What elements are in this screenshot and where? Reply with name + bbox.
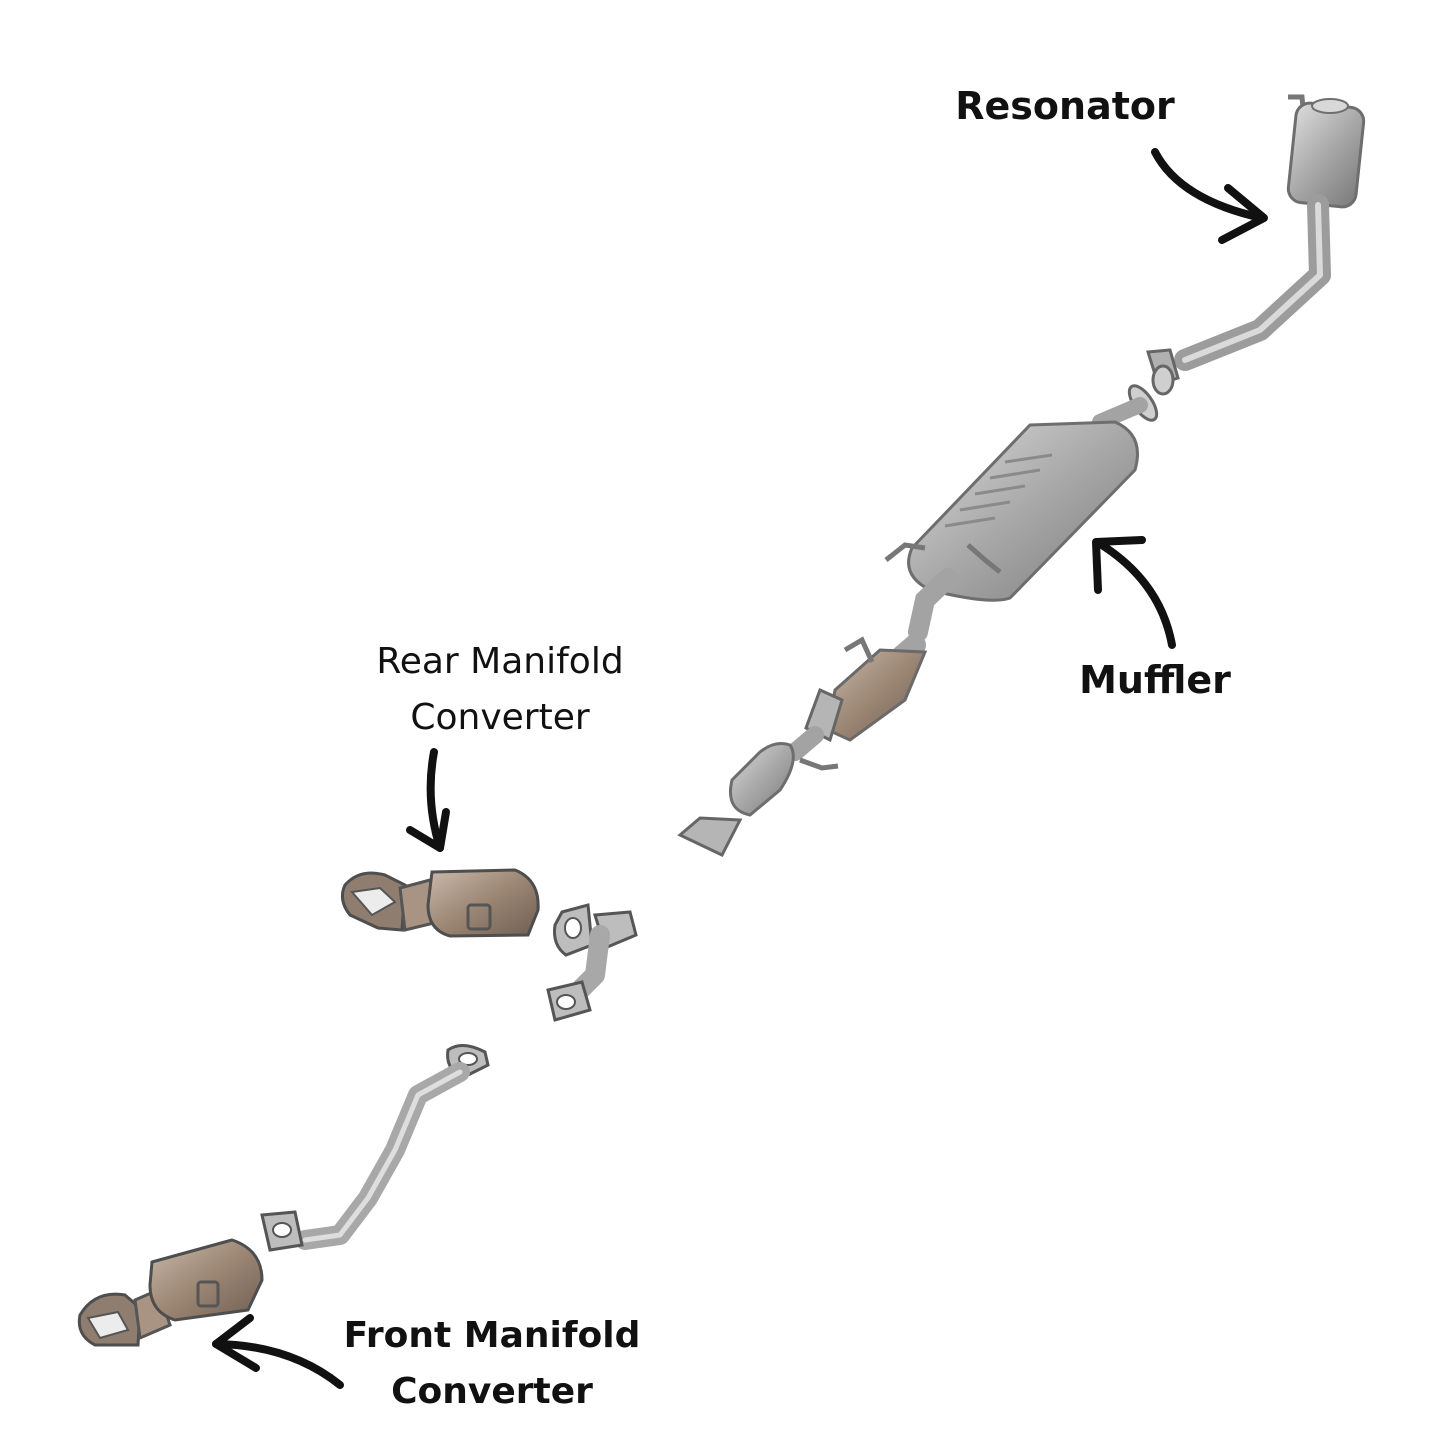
center-inlet-flange bbox=[677, 816, 743, 857]
resonator-body bbox=[1286, 101, 1366, 209]
muffler-hanger-left bbox=[884, 542, 926, 562]
rear-converter-label: Rear Manifold Converter bbox=[330, 634, 670, 746]
resonator-arrowhead bbox=[1218, 184, 1268, 244]
front-converter-arrowhead bbox=[212, 1314, 260, 1372]
rear-converter-arrowhead bbox=[406, 808, 450, 852]
muffler-ribs bbox=[944, 453, 1053, 528]
y-pipe bbox=[546, 903, 638, 1022]
rear-converter-body bbox=[426, 868, 540, 938]
front-converter-body bbox=[148, 1238, 264, 1322]
rear-converter-bracket bbox=[466, 903, 492, 931]
resonator-label-text: Resonator bbox=[955, 84, 1175, 128]
muffler-label-text: Muffler bbox=[1079, 658, 1231, 702]
rear-converter-label-line-2: Converter bbox=[410, 697, 590, 738]
center-hanger bbox=[843, 636, 875, 664]
muffler-arrow bbox=[1093, 538, 1176, 649]
center-hanger-lower bbox=[799, 757, 839, 771]
front-converter-label-line-2: Converter bbox=[391, 1371, 593, 1412]
center-pipe-mid bbox=[786, 726, 824, 761]
resonator-assembly bbox=[1127, 94, 1366, 422]
arrows bbox=[212, 148, 1268, 1389]
gasket-upper bbox=[1151, 364, 1175, 396]
rear-converter-label-line-1: Rear Manifold bbox=[376, 641, 624, 682]
muffler-label: Muffler bbox=[1070, 652, 1240, 708]
front-converter-label-line-1: Front Manifold bbox=[343, 1315, 641, 1356]
center-converter-assembly bbox=[677, 634, 928, 857]
rear-converter-arrow bbox=[426, 748, 444, 852]
resonator-arrow bbox=[1151, 148, 1266, 222]
front-converter-arrow bbox=[212, 1340, 344, 1389]
front-pipe bbox=[260, 1044, 490, 1252]
front-pipe-body bbox=[295, 1062, 470, 1250]
front-converter-label: Front Manifold Converter bbox=[322, 1308, 662, 1420]
rear-manifold-converter bbox=[340, 868, 540, 938]
center-converter-body bbox=[826, 648, 928, 742]
resonator-label: Resonator bbox=[940, 78, 1190, 134]
center-cat-lower bbox=[729, 742, 795, 817]
muffler-arrowhead bbox=[1092, 536, 1146, 594]
muffler-body bbox=[907, 420, 1139, 602]
muffler-inlet-pipe bbox=[1092, 397, 1148, 430]
muffler-hanger-right bbox=[966, 543, 1002, 574]
muffler-assembly bbox=[884, 397, 1148, 642]
muffler-outlet-pipe bbox=[908, 568, 958, 642]
resonator-outlet bbox=[1311, 98, 1349, 114]
front-manifold-converter bbox=[77, 1238, 264, 1347]
front-converter-bracket bbox=[196, 1280, 220, 1308]
